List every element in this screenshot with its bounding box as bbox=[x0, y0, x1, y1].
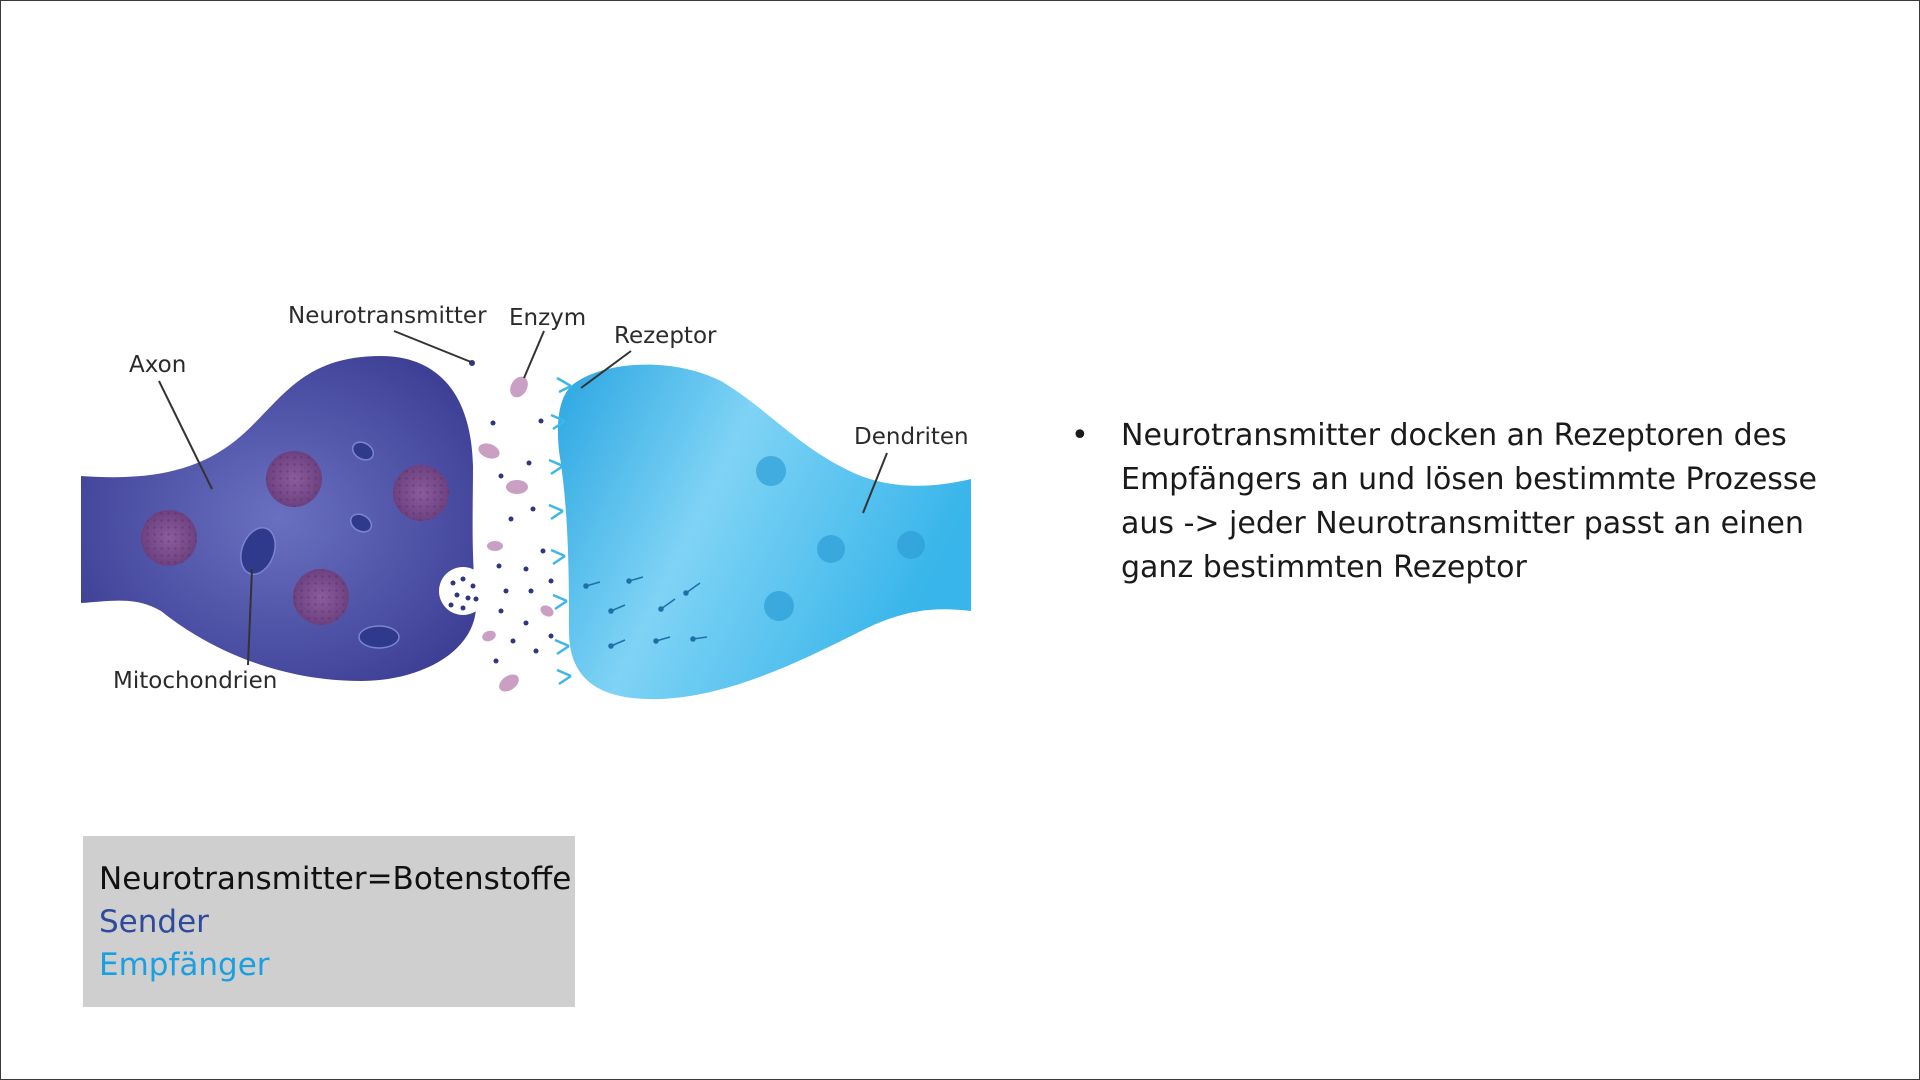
legend-definition: Neurotransmitter=Botenstoffe bbox=[99, 861, 572, 897]
leader-lines bbox=[158, 330, 888, 666]
bullet-symbol: • bbox=[1071, 418, 1089, 453]
bullet-text: Neurotransmitter docken an Rezeptoren de… bbox=[1121, 418, 1817, 585]
receptors bbox=[548, 376, 572, 686]
legend-receiver: Empfänger bbox=[99, 947, 270, 983]
label-axon: Axon bbox=[129, 352, 186, 378]
label-dendriten: Dendriten bbox=[854, 424, 969, 450]
neurotransmitter-particles bbox=[469, 360, 554, 664]
legend-box: Neurotransmitter=Botenstoffe Sender Empf… bbox=[83, 836, 575, 1007]
receiver-organelles bbox=[756, 456, 925, 621]
enzymes bbox=[478, 376, 554, 692]
vesicle-contents bbox=[448, 576, 479, 611]
signal-marks bbox=[583, 576, 708, 649]
axon-terminal-shape bbox=[81, 356, 477, 681]
synapse-diagram: Axon Neurotransmitter Enzym Rezeptor Den… bbox=[81, 251, 1021, 741]
label-rezeptor: Rezeptor bbox=[614, 323, 717, 349]
label-mitochondrien: Mitochondrien bbox=[113, 668, 277, 694]
dendrite-shape bbox=[557, 364, 971, 700]
sender-organelles bbox=[141, 451, 449, 625]
label-neurotransmitter: Neurotransmitter bbox=[288, 303, 487, 329]
legend-sender: Sender bbox=[99, 904, 209, 940]
label-enzym: Enzym bbox=[509, 305, 586, 331]
mitochondria bbox=[240, 441, 400, 649]
bullet-point: • Neurotransmitter docken an Rezeptoren … bbox=[1071, 414, 1861, 590]
